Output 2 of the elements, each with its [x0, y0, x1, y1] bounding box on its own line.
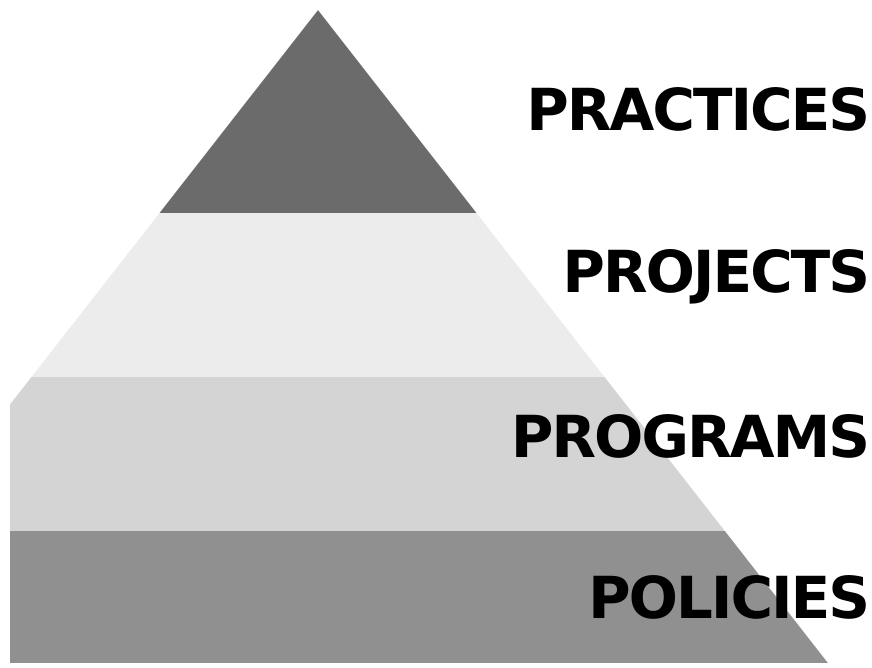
layer-label: PRACTICES	[526, 81, 868, 139]
layer-label: PROGRAMS	[510, 408, 868, 466]
